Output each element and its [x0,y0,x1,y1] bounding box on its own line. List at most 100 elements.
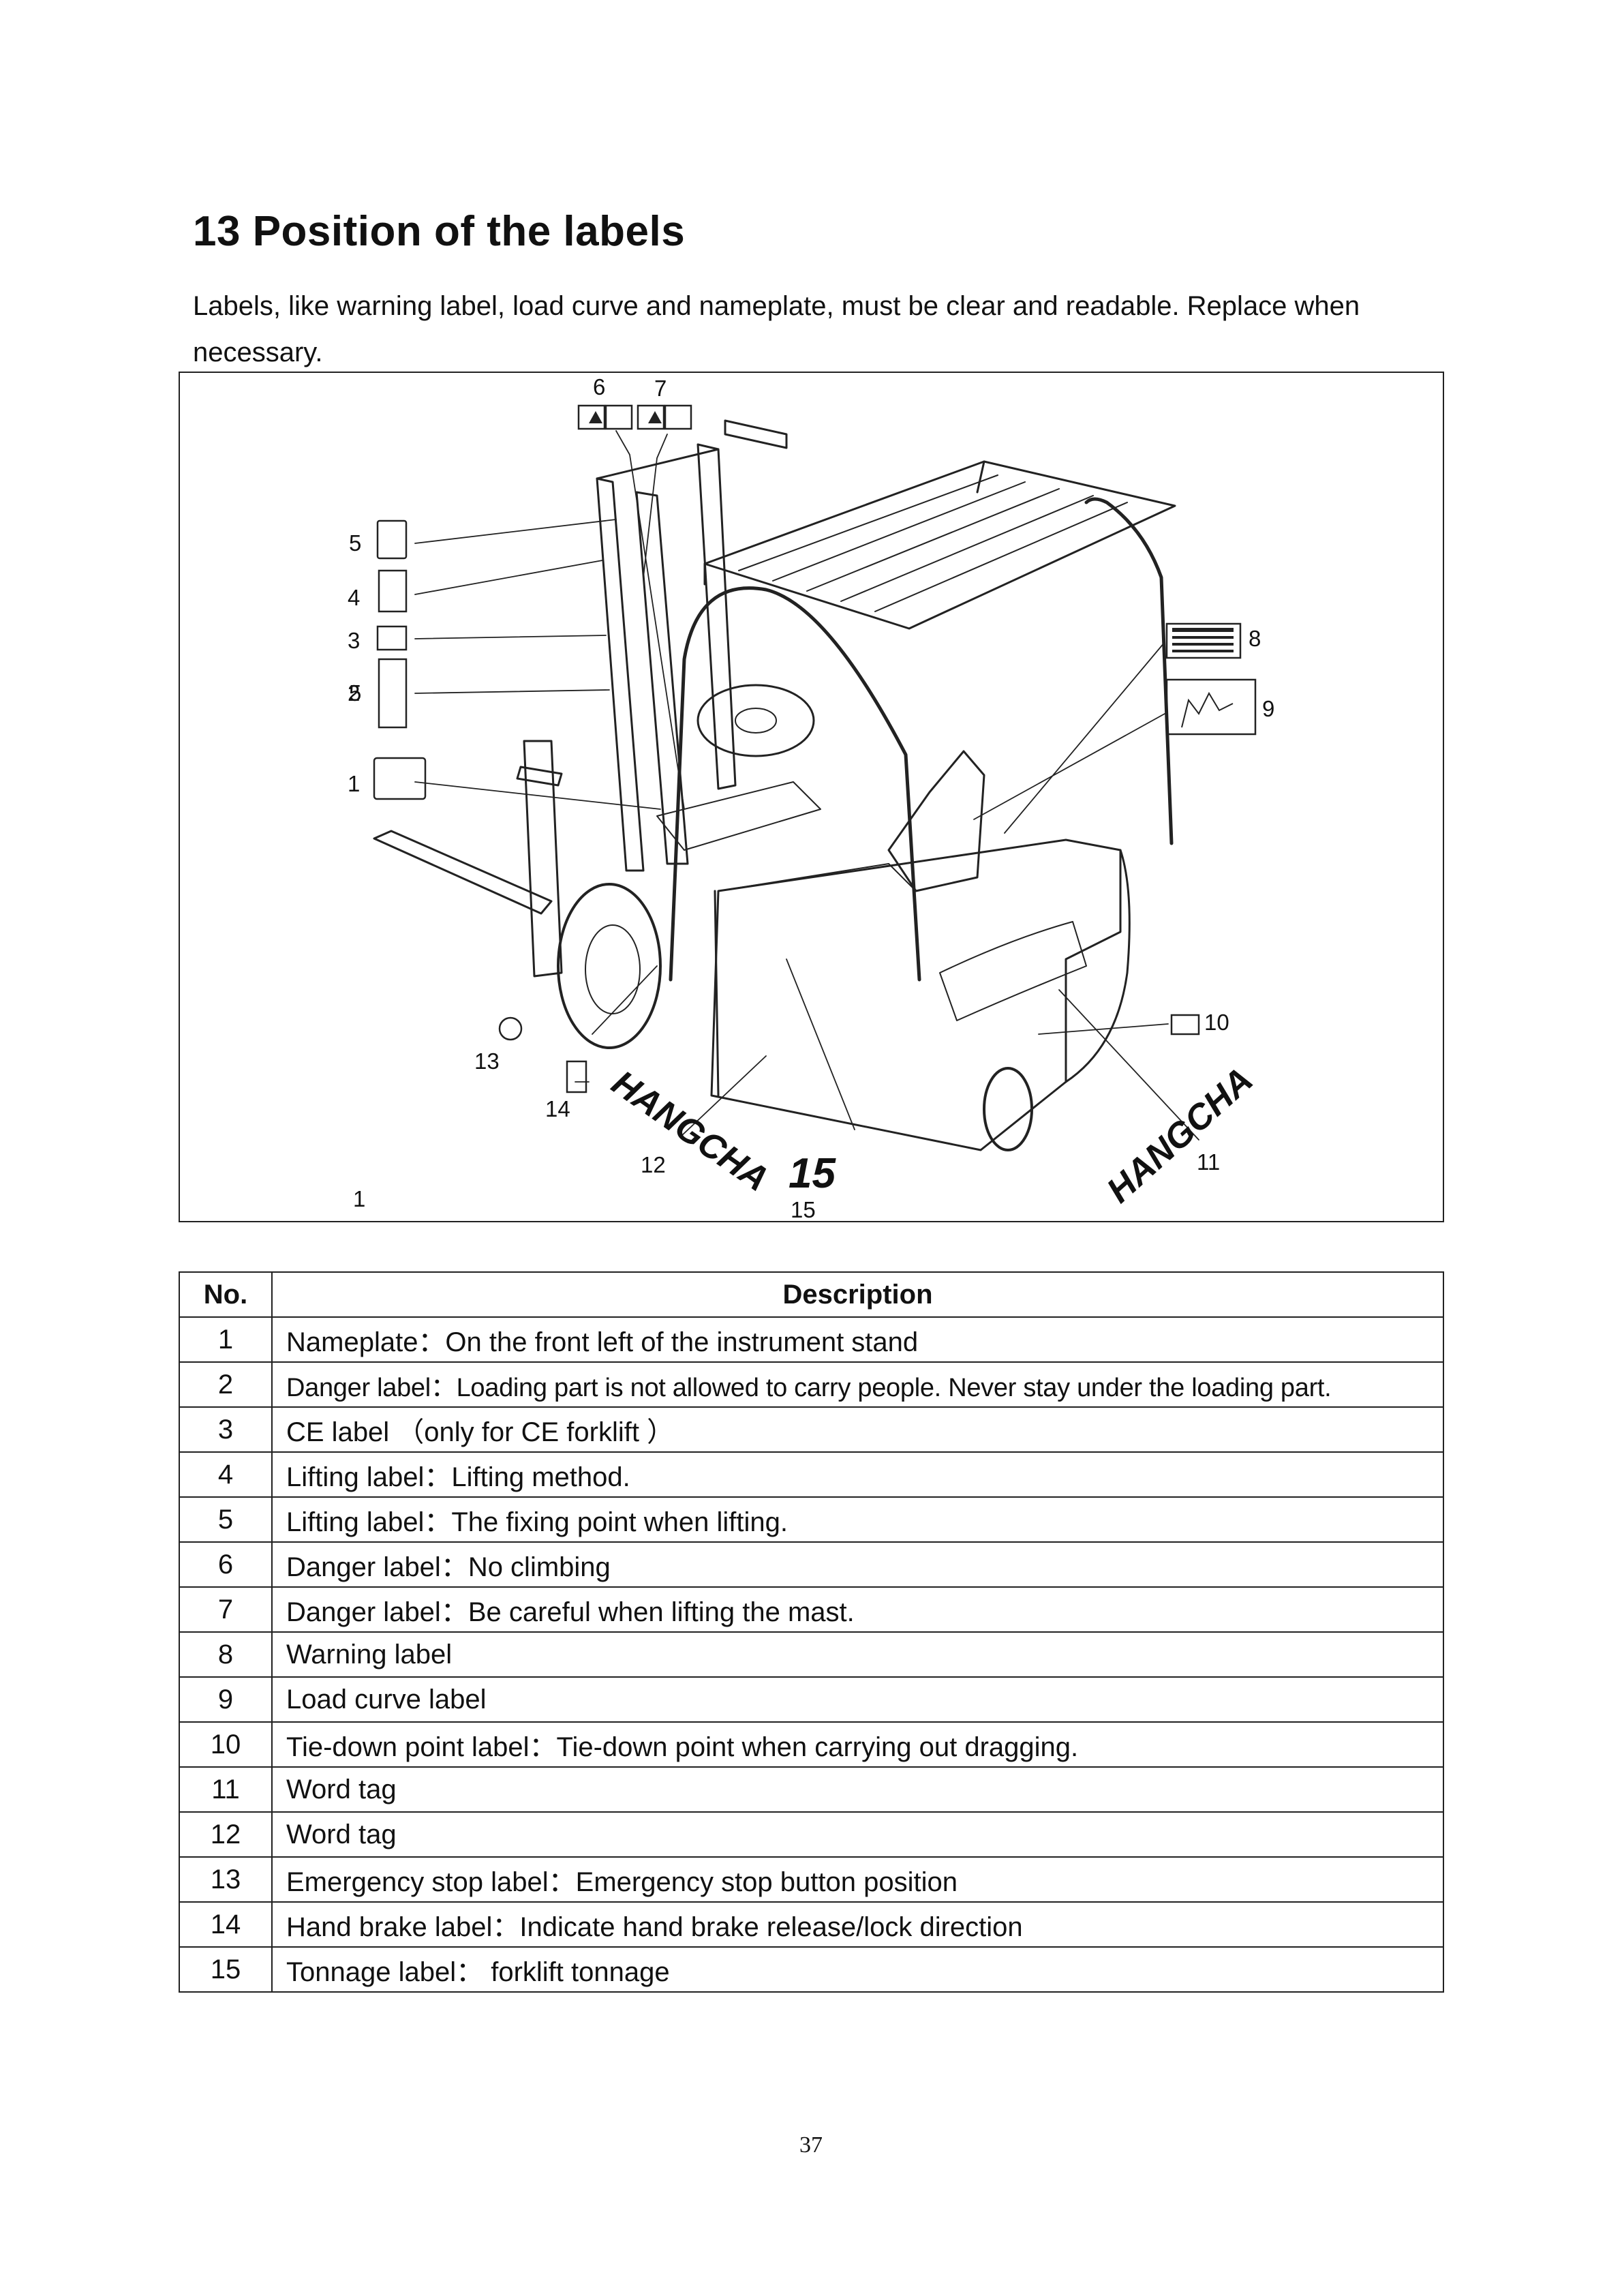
overhead-guard-posts [703,460,985,586]
callout-5: 5 [349,680,362,706]
callout-12: 12 [641,1152,666,1177]
row-number: 6 [179,1541,273,1588]
row-description: Lifting label：The fixing point when lift… [271,1496,1444,1543]
rear-counterweight [1065,849,1131,1083]
emergency-stop-label-icon [498,1016,523,1041]
row-number: 14 [179,1901,273,1948]
front-pillar [669,586,921,982]
lifting-point-label-icon [376,519,408,560]
row-number: 10 [179,1721,273,1768]
lifting-method-label-icon [378,569,408,613]
mast-left-rail [596,477,645,872]
row-number: 5 [179,1496,273,1543]
callout-13: 13 [474,1048,500,1074]
mast-danger-label-icon [637,404,665,430]
danger-label-icon [378,658,408,729]
callout-10: 10 [1204,1010,1229,1035]
front-wheel [557,883,662,1049]
nameplate-icon [373,757,427,800]
row-number: 9 [179,1676,273,1723]
row-number: 15 [179,1946,273,1993]
table-header-row: No. Description [179,1271,1444,1318]
counterweight-body [710,839,1122,1151]
row-number: 3 [179,1406,273,1453]
row-description: Emergency stop label：Emergency stop butt… [271,1856,1444,1903]
overhead-guard-slats [738,474,1128,612]
row-description: CE label （only for CE forklift ） [271,1406,1444,1453]
callout-5-number: 5 [349,530,362,556]
tonnage-mark: 15 [789,1150,836,1197]
rear-pillar [1084,497,1174,845]
row-description: Word tag [271,1811,1444,1858]
row-number: 7 [179,1586,273,1633]
row-number: 1 [179,1316,273,1363]
row-description: Danger label：Loading part is not allowed… [271,1361,1444,1408]
rear-light-panel [939,921,1087,1021]
callout-9: 9 [1262,696,1275,721]
callout-1-number: 1 [348,771,361,796]
callout-14: 14 [545,1096,570,1121]
careful-lifting-label-icon [605,404,633,430]
row-description: Tonnage label： forklift tonnage [271,1946,1444,1993]
lower-fork [373,830,553,915]
mast-inner-rail [635,491,689,865]
row-description: Tie-down point label：Tie-down point when… [271,1721,1444,1768]
callout-4: 4 [348,585,361,610]
callout-6: 6 [593,374,606,399]
callout-8: 8 [1249,626,1261,651]
row-number: 12 [179,1811,273,1858]
row-description: Word tag [271,1766,1444,1813]
ce-label-icon [376,625,408,651]
mast-lift-label-icon [664,404,692,430]
row-description: Danger label：Be careful when lifting the… [271,1586,1444,1633]
mast-right-rail [697,443,737,790]
callout-15: 15 [791,1197,816,1222]
row-description: Warning label [271,1631,1444,1678]
callout-2: 2 [348,680,361,706]
overhead-guard-frame [703,460,1176,630]
intro-paragraph: Labels, like warning label, load curve a… [193,291,1360,367]
side-panel-edge [714,890,720,1097]
row-description: Load curve label [271,1676,1444,1723]
hangcha-logo-rear: HANGCHA [1099,1060,1260,1211]
hood-line [718,863,917,892]
row-description: Hand brake label：Indicate hand brake rel… [271,1901,1444,1948]
callout-3: 3 [348,628,361,653]
callout-7: 7 [654,376,667,401]
rear-wheel [983,1067,1033,1151]
fork-carriage [523,740,563,978]
section-heading: 13 Position of the labels [193,208,686,255]
hand-brake-label-icon [566,1060,587,1093]
column-header-description: Description [271,1271,1444,1318]
steering-wheel [697,684,815,757]
row-number: 13 [179,1856,273,1903]
row-number: 11 [179,1766,273,1813]
row-number: 4 [179,1451,273,1498]
warning-label-icon [1165,622,1242,659]
callout-1: 1 [353,1186,366,1211]
instrument-stand [656,781,821,851]
row-number: 2 [179,1361,273,1408]
row-number: 8 [179,1631,273,1678]
forklift-drawing: HANGCHA HANGCHA 15 [373,404,1261,1211]
no-climbing-label-icon [577,404,606,430]
seat [887,750,985,892]
leader-lines [414,430,1199,1141]
page-number: 37 [799,2132,823,2158]
row-description: Danger label：No climbing [271,1541,1444,1588]
